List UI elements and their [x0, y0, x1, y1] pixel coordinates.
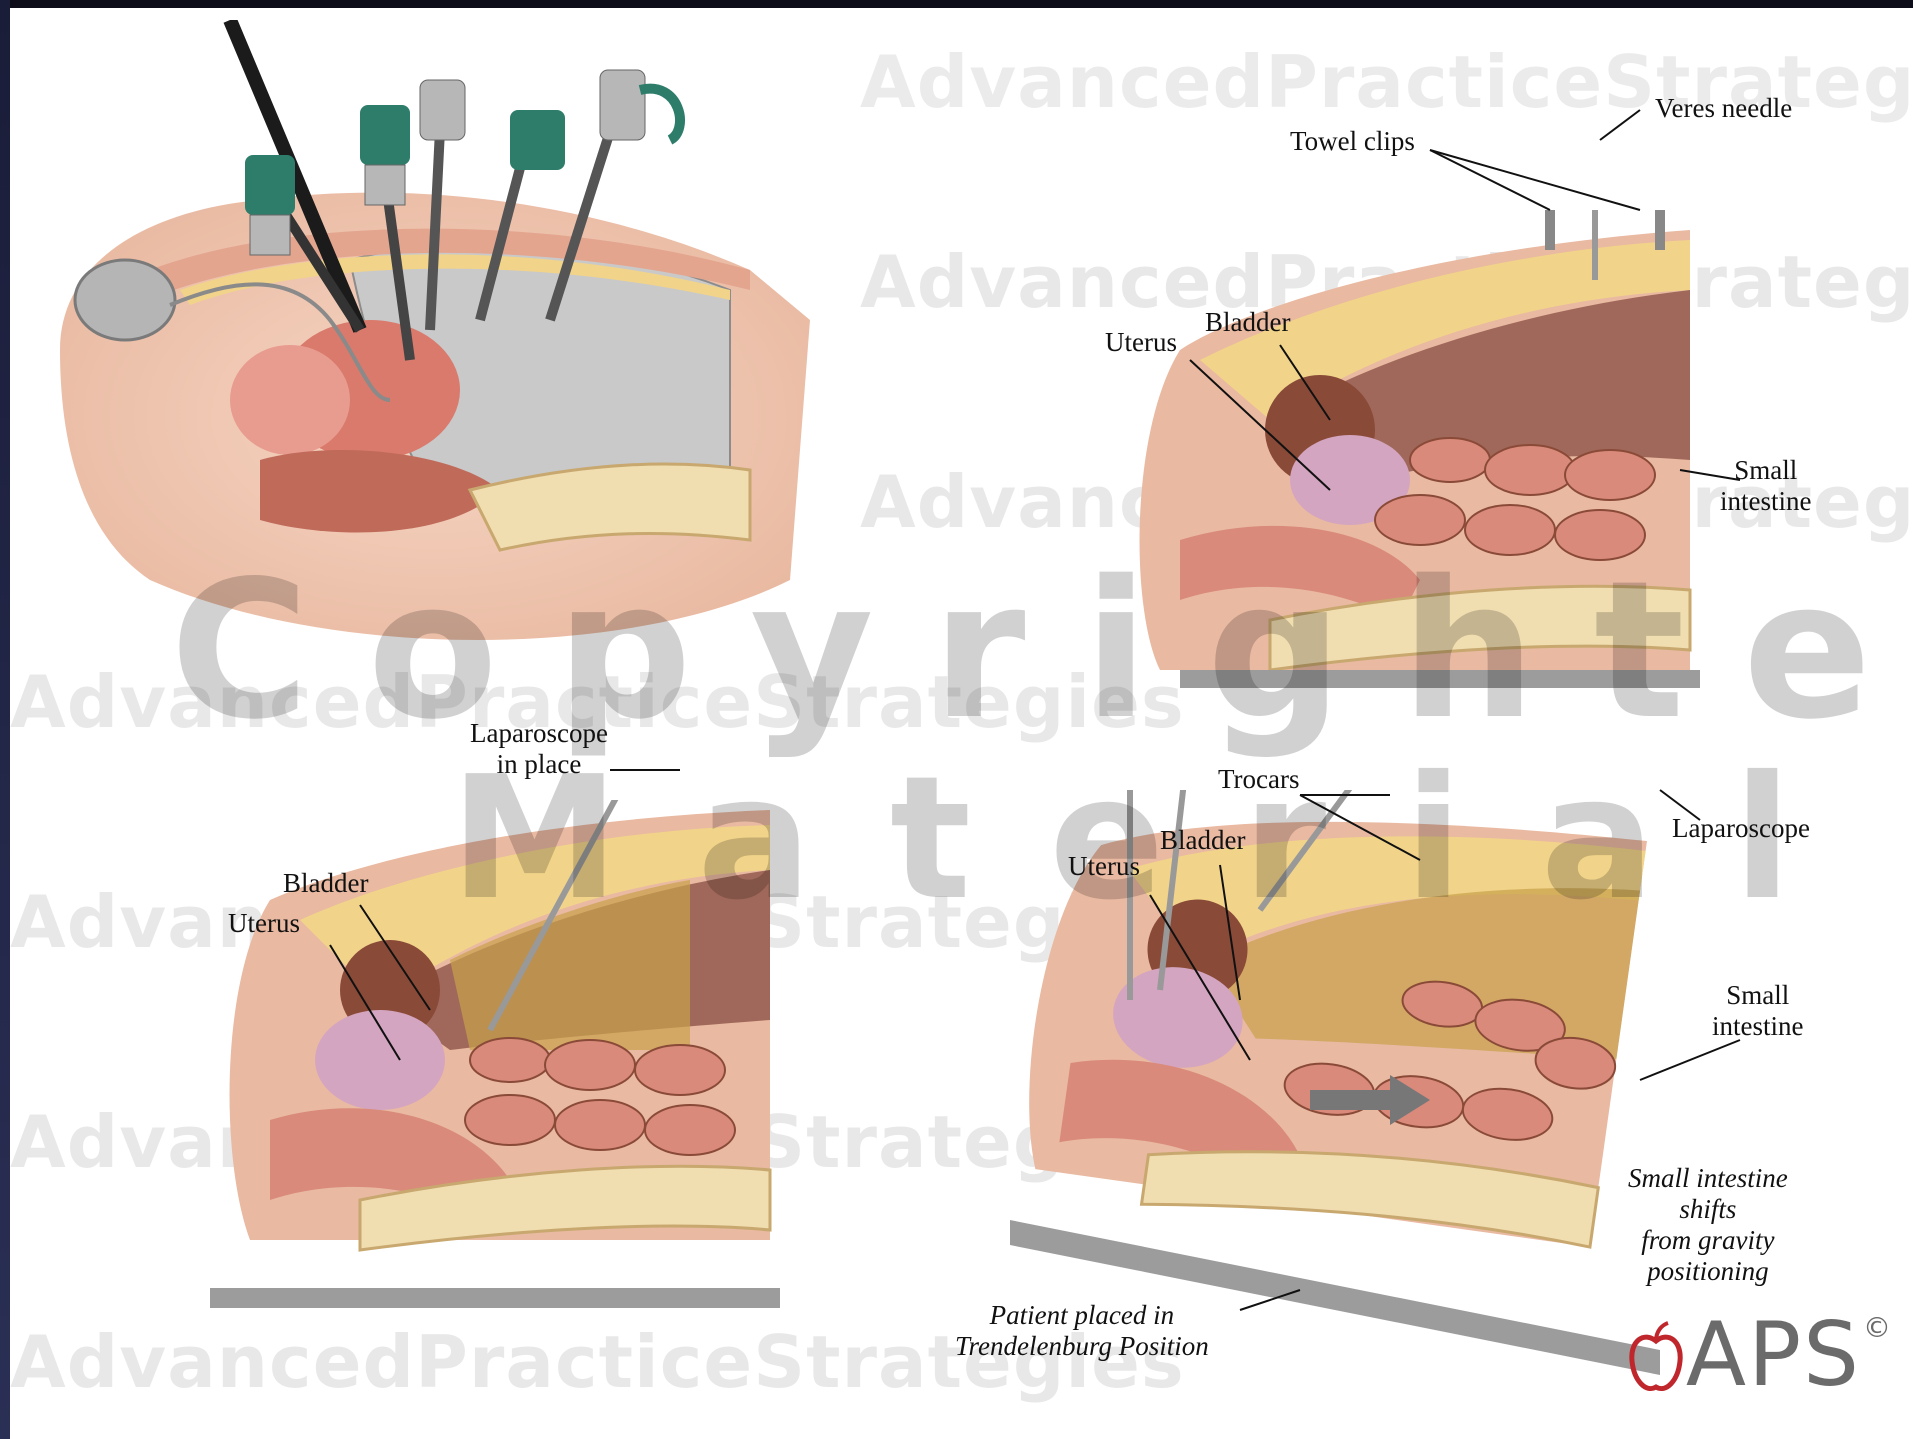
label-uterus: Uterus — [228, 908, 300, 939]
label-trocars: Trocars — [1218, 764, 1300, 795]
copyright-symbol: © — [1863, 1311, 1891, 1344]
label-line: in place — [470, 749, 608, 780]
label-trendelenburg: Patient placed in Trendelenburg Position — [955, 1300, 1209, 1362]
label-intestine-shift: Small intestine shifts from gravity posi… — [1628, 1163, 1788, 1287]
label-towel-clips: Towel clips — [1290, 126, 1415, 157]
label-line: positioning — [1628, 1256, 1788, 1287]
aps-logo: APS © — [1626, 1311, 1891, 1399]
logo-text: APS — [1686, 1311, 1861, 1399]
label-line: Trendelenburg Position — [955, 1331, 1209, 1362]
label-line: intestine — [1712, 1011, 1803, 1042]
label-bladder: Bladder — [1205, 307, 1290, 338]
label-bladder: Bladder — [1160, 825, 1245, 856]
label-small-intestine: Small intestine — [1712, 980, 1803, 1042]
label-small-intestine: Small intestine — [1720, 455, 1811, 517]
label-line: Laparoscope — [470, 718, 608, 749]
label-line: from gravity — [1628, 1225, 1788, 1256]
label-line: Small — [1720, 455, 1811, 486]
label-veres-needle: Veres needle — [1655, 93, 1792, 124]
label-laparoscope-in-place: Laparoscope in place — [470, 718, 608, 780]
label-bladder: Bladder — [283, 868, 368, 899]
apple-icon — [1626, 1319, 1686, 1399]
label-uterus: Uterus — [1105, 327, 1177, 358]
label-line: shifts — [1628, 1194, 1788, 1225]
label-laparoscope: Laparoscope — [1672, 813, 1810, 844]
label-line: Patient placed in — [955, 1300, 1209, 1331]
label-uterus: Uterus — [1068, 851, 1140, 882]
copyright-watermark: Copyrighted — [170, 540, 1913, 761]
label-line: Small intestine — [1628, 1163, 1788, 1194]
label-line: intestine — [1720, 486, 1811, 517]
label-line: Small — [1712, 980, 1803, 1011]
